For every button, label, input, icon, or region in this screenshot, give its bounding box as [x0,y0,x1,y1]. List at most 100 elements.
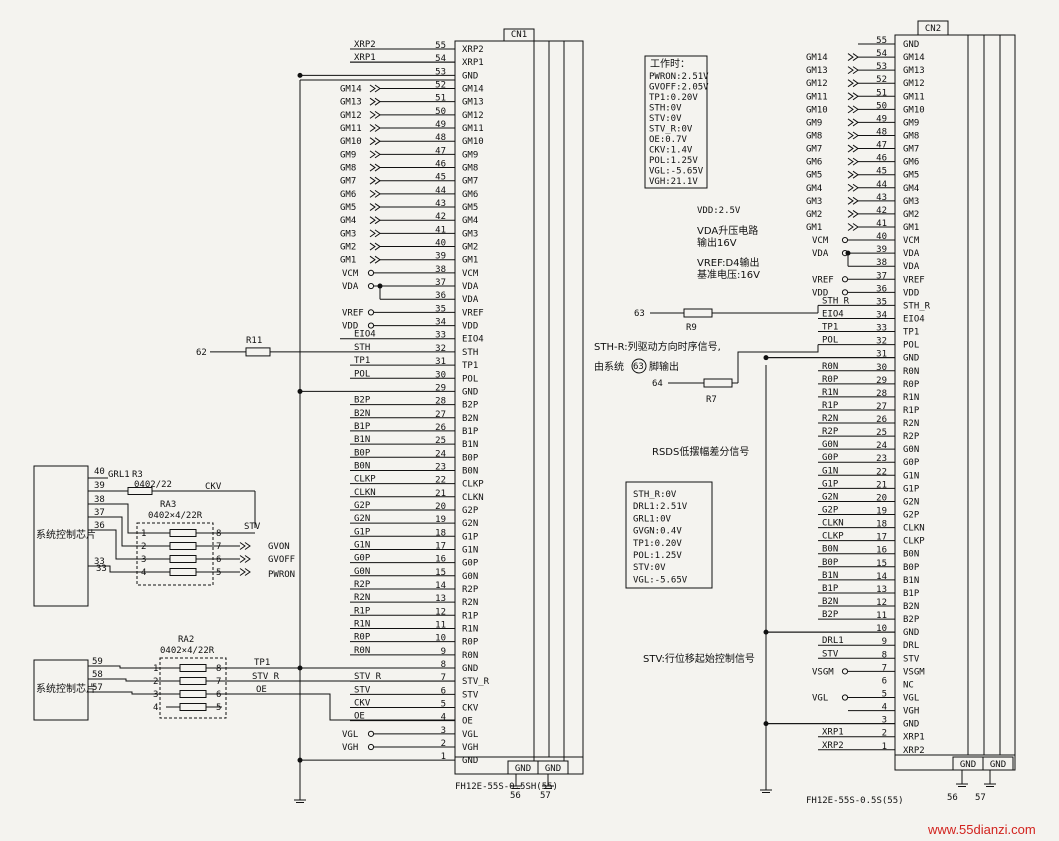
cn2-net-label: VDD [812,288,828,298]
cn2-net-label: G0P [822,453,839,463]
cn1-pin-signal: VDA [462,295,479,305]
cn2-pin-number: 24 [876,441,887,451]
cn2-pin-signal: G2P [903,511,920,521]
cn1-pin-signal: GM6 [462,190,478,200]
working-voltage: POL:1.25V [649,156,698,166]
cn2-pin-number: 49 [876,114,887,124]
cn1-pin-number: 28 [435,397,446,407]
cn1-pin-signal: B1P [462,427,479,437]
ra2-outline [159,657,227,719]
cn1-pin-number: 40 [435,239,446,249]
vda-note: 输出16V [697,236,737,249]
cn2-terminal [841,236,849,244]
cn1-arrow [369,110,376,119]
cn2-net-label: XRP1 [822,728,844,738]
sthr-note: STH-R:列驱动方向时序信号, [594,340,721,353]
r3-label: R3 [132,470,143,480]
cn2-net-label: STH_R [822,296,850,306]
cn1-arrow [374,97,381,106]
cn2-net-label: B1P [822,584,839,594]
working-voltage: CKV:1.4V [649,146,693,156]
cn2-title-tab [917,20,949,36]
cn1-pin-signal: VGL [462,730,478,740]
cn2-net-label: GM4 [806,184,822,194]
cn2-pin-signal: R0N [903,367,919,377]
cn2-pin-signal: TP1 [903,328,919,338]
oe-net-label: OE [256,685,267,695]
ra3-pin-number: 5 [216,568,221,578]
r7-wire [737,344,819,383]
cn2-arrow [847,170,854,179]
ra3-pin-number: 2 [141,542,146,552]
cn1-net-label: GM3 [340,229,356,239]
working-voltage: GVOFF:2.05V [649,83,709,93]
grl1-label: GRL1 [108,470,130,480]
working-voltage: PWRON:2.51V [649,72,709,82]
cn2-pin-number: 44 [876,180,887,190]
chip1-pin-33: 33 [96,564,107,574]
cn1-arrow [374,242,381,251]
cn1-pin-signal: GM5 [462,203,478,213]
cn2-net-label: CLKP [822,532,844,542]
cn1-pin-signal: R0P [462,638,479,648]
ra2-resistor [179,664,207,672]
ra3-pin-number: 1 [141,529,146,539]
cn1-pin-number: 19 [435,515,446,525]
cn1-pin-number: 42 [435,212,446,222]
cn1-pin-number: 2 [441,739,446,749]
cn1-net-label: CLKN [354,488,376,498]
cn1-pin-number: 3 [441,726,446,736]
cn1-net-label: B2N [354,409,370,419]
cn1-arrow [374,163,381,172]
cn2-arrow [852,196,859,205]
cn2-gnd-tab [982,756,1014,771]
cn2-net-label: GM7 [806,145,822,155]
cn1-pin-number: 53 [435,67,446,77]
cn2-pin-number: 46 [876,154,887,164]
cn2-arrow [847,210,854,218]
cn1-pin-signal: VDA [462,282,479,292]
cn2-pin-number: 28 [876,389,887,399]
junction-dot [377,283,383,289]
cn1-pin-signal: G1N [462,545,478,555]
cn2-net-label: R0N [822,362,838,372]
cn2-net-label: GM2 [806,210,822,220]
cn1-pin-signal: G0N [462,572,478,582]
cn2-pin-signal: B0N [903,550,919,560]
cn1-pin-signal: POL [462,374,478,384]
arrow-chevron [244,555,251,563]
ra2-pin-number: 8 [216,664,221,674]
cn1-net-label: XRP2 [354,40,376,50]
cn1-pin-signal: VGH [462,743,478,753]
ra2-pin-number: 2 [153,677,158,687]
cn2-net-label: G1P [822,479,839,489]
voltage-reading: VGL:-5.65V [633,575,688,585]
cn2-pin-signal: VREF [903,275,925,285]
cn1-pin-number: 22 [435,476,446,486]
cn1-pin-number: 44 [435,186,446,196]
cn1-pin-signal: G2P [462,506,479,516]
cn1-net-label: VCM [342,269,359,279]
cn2-tab-pin-number: 57 [975,793,986,803]
cn2-pin-number: 23 [876,454,887,464]
cn1-pin-number: 55 [435,41,446,51]
cn1-pin-number: 46 [435,160,446,170]
cn1-pin-signal: GND [462,71,478,81]
cn2-pin-number: 25 [876,428,887,438]
cn1-pin-signal: GND [462,664,478,674]
cn2-pin-signal: GND [903,354,919,364]
cn2-pin-number: 20 [876,493,887,503]
cn1-pin-number: 38 [435,265,446,275]
cn2-pin-signal: XRP1 [903,733,925,743]
cn1-pin-number: 32 [435,344,446,354]
cn2-net-label: G2P [822,506,839,516]
cn1-pin-signal: CLKP [462,480,484,490]
cn2-pin-number: 4 [882,703,887,713]
cn1-arrow [369,189,376,198]
cn2-pin-signal: GM7 [903,145,919,155]
cn2-pin-signal: GM14 [903,53,925,63]
cn1-pin-number: 51 [435,94,446,104]
cn2-pin-number: 7 [882,663,887,673]
cn2-pin-signal: VSGM [903,667,925,677]
cn1-gnd-junction [297,388,303,394]
